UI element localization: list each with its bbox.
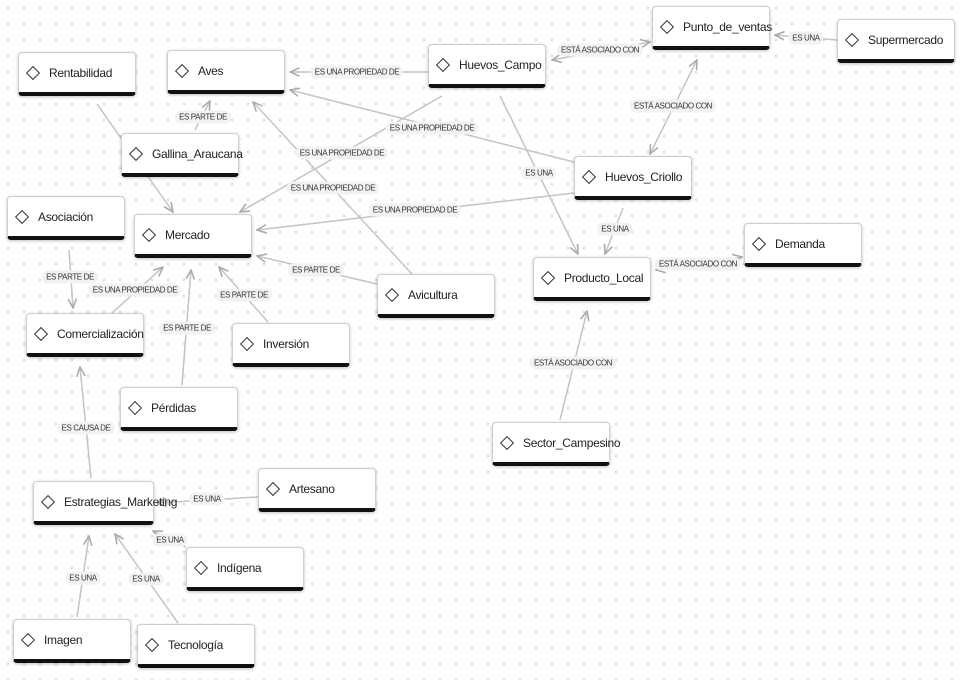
diamond-icon [239,336,255,351]
edge-label: ES PARTE DE [42,270,98,284]
edge-label: ES UNA PROPIEDAD DE [385,121,479,135]
diamond-icon [581,169,597,184]
node-label: Sector_Campesino [523,435,621,450]
node-label: Avicultura [408,287,458,302]
node-label: Rentabilidad [49,65,113,80]
edge-label: ESTÁ ASOCIADO CON [629,99,717,113]
diamond-icon [540,270,556,285]
node-label: Punto_de_ventas [683,19,772,34]
node-huevos-criollo[interactable]: Huevos_Criollo [574,156,692,200]
node-label: Asociación [38,209,94,224]
edge-label: ES UNA [128,572,164,586]
edge-label: ES PARTE DE [216,288,272,302]
node-artesano[interactable]: Artesano [258,468,376,512]
edge-label: ESTÁ ASOCIADO CON [529,356,617,370]
diamond-icon [193,560,209,575]
node-label: Producto_Local [564,270,644,285]
edge-label: ES UNA [189,492,225,506]
diamond-icon [33,326,49,341]
edge-label: ES PARTE DE [175,110,231,124]
diamond-icon [144,637,160,652]
node-inversion[interactable]: Inversión [232,323,350,367]
node-asociacion[interactable]: Asociación [7,196,125,240]
edge-label: ES UNA [65,571,101,585]
diamond-icon [141,227,157,242]
node-label: Huevos_Criollo [605,169,683,184]
diamond-icon [844,32,860,47]
node-estrategias-marketing[interactable]: Estrategias_Marketing [33,481,177,525]
edge-label: ES CAUSA DE [57,421,115,435]
node-label: Comercialización [57,326,144,341]
node-label: Imagen [44,632,83,647]
diamond-icon [435,57,451,72]
diamond-icon [127,400,143,415]
node-huevos-campo[interactable]: Huevos_Campo [428,44,546,88]
diamond-icon [384,287,400,302]
node-avicultura[interactable]: Avicultura [377,274,495,318]
node-label: Mercado [165,227,210,242]
edge-label: ES UNA PROPIEDAD DE [286,181,380,195]
edge-label: ES UNA PROPIEDAD DE [310,65,404,79]
node-label: Huevos_Campo [459,57,542,72]
node-label: Tecnología [168,637,224,652]
node-comercializacion[interactable]: Comercialización [26,313,144,357]
node-supermercado[interactable]: Supermercado [837,19,955,63]
edge-label: ES UNA PROPIEDAD DE [88,283,182,297]
diamond-icon [14,209,30,224]
edge-label: ES UNA PROPIEDAD DE [368,203,462,217]
diamond-icon [20,632,36,647]
node-producto-local[interactable]: Producto_Local [533,257,651,301]
edge-label: ES UNA [597,222,633,236]
node-label: Artesano [289,481,335,496]
diamond-icon [265,481,281,496]
node-label: Inversión [263,336,309,351]
edge-label: ES UNA [788,31,824,45]
edge-label: ESTÁ ASOCIADO CON [654,257,742,271]
edge-label: ES PARTE DE [288,263,344,277]
node-tecnologia[interactable]: Tecnología [137,624,255,668]
diamond-icon [174,63,190,78]
node-label: Demanda [775,236,825,251]
edge-label: ES UNA PROPIEDAD DE [295,146,389,160]
diamond-icon [25,65,41,80]
node-perdidas[interactable]: Pérdidas [120,387,238,431]
diamond-icon [499,435,515,450]
node-label: Aves [198,63,224,78]
diamond-icon [40,494,56,509]
edge-label: ES UNA [521,166,557,180]
diamond-icon [659,19,675,34]
node-label: Supermercado [868,32,944,47]
node-gallina-araucana[interactable]: Gallina_Araucana [121,133,243,177]
node-label: Estrategias_Marketing [64,494,178,509]
diamond-icon [751,236,767,251]
diamond-icon [128,146,144,161]
node-mercado[interactable]: Mercado [134,214,252,258]
node-imagen[interactable]: Imagen [13,619,131,663]
node-aves[interactable]: Aves [167,50,285,94]
edge-label: ES PARTE DE [159,321,215,335]
node-punto-de-ventas[interactable]: Punto_de_ventas [652,6,772,50]
node-demanda[interactable]: Demanda [744,223,862,267]
edge-label: ES UNA [152,533,188,547]
node-label: Indígena [217,560,262,575]
node-sector-campesino[interactable]: Sector_Campesino [492,422,621,466]
node-label: Pérdidas [151,400,196,415]
node-label: Gallina_Araucana [152,146,243,161]
node-indigena[interactable]: Indígena [186,547,304,591]
node-rentabilidad[interactable]: Rentabilidad [18,52,136,96]
edge-label: ESTÁ ASOCIADO CON [556,43,644,57]
